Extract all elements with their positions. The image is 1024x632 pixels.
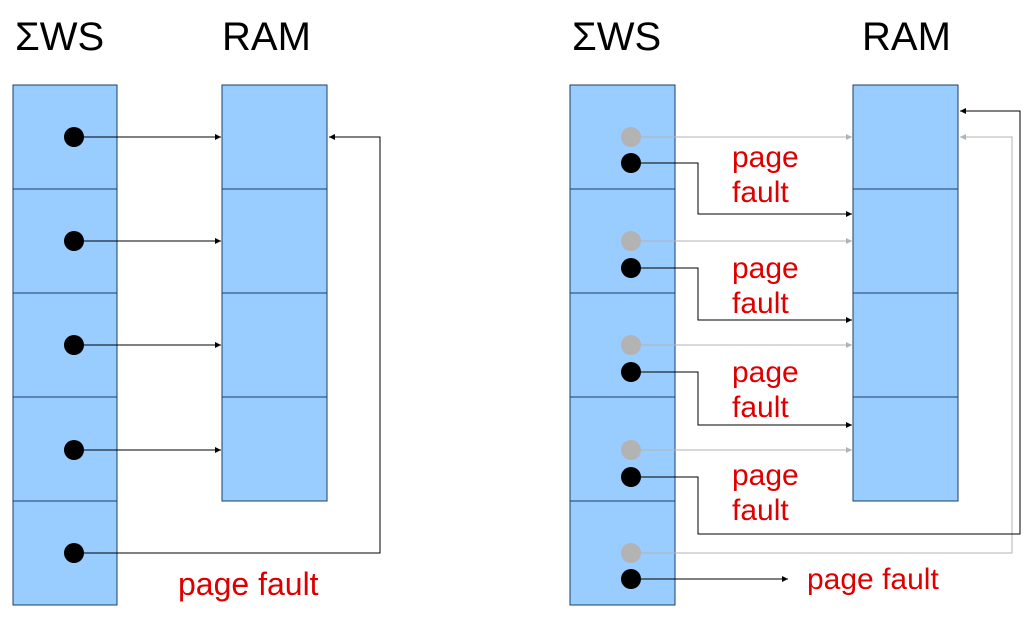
right-ram-cell — [852, 396, 959, 502]
right-new-mapping-arrow — [631, 267, 852, 323]
left-ram-cell — [221, 396, 328, 502]
left-page-dot — [64, 127, 84, 147]
right-ram-title: RAM — [862, 15, 951, 59]
right-old-page-dot — [621, 335, 641, 355]
right-old-page-dot — [621, 231, 641, 251]
right-new-mapping-arrow — [631, 162, 852, 217]
right-old-page-dot — [621, 440, 641, 460]
right-fault-label-line2: fault — [732, 494, 789, 527]
right-diagram: ΣWS RAM — [569, 15, 1021, 606]
right-new-page-dot — [621, 467, 641, 487]
left-ram-cell — [221, 188, 328, 294]
right-old-fault-arrow — [631, 134, 1013, 554]
right-ram-cell — [852, 84, 959, 190]
left-ram-column — [221, 84, 328, 502]
right-new-page-dot — [621, 258, 641, 278]
right-new-page-dot — [621, 153, 641, 173]
right-fault-label-line1: page — [732, 356, 799, 389]
right-final-fault-label: page fault — [807, 563, 939, 596]
right-old-page-dot — [621, 543, 641, 563]
right-ws-title: ΣWS — [572, 15, 661, 59]
left-fault-label: page fault — [178, 566, 319, 602]
right-ram-cell — [852, 292, 959, 398]
left-ram-title: RAM — [222, 15, 311, 59]
left-ram-cell — [221, 292, 328, 398]
right-fault-label-line1: page — [732, 252, 799, 285]
right-wrap-fault-arrow — [631, 108, 1021, 535]
right-fault-label-line2: fault — [732, 287, 789, 320]
right-new-page-dot — [621, 362, 641, 382]
left-ram-cell — [221, 84, 328, 190]
right-ram-cell — [852, 188, 959, 294]
right-fault-label-line1: page — [732, 459, 799, 492]
right-new-mapping-arrow — [631, 371, 852, 428]
right-new-page-dot — [621, 569, 641, 589]
left-ws-title: ΣWS — [15, 15, 104, 59]
left-page-dot — [64, 231, 84, 251]
right-fault-label-line2: fault — [732, 176, 789, 209]
right-old-page-dot — [621, 127, 641, 147]
left-page-dot — [64, 440, 84, 460]
right-ram-column — [852, 84, 959, 502]
left-page-dot — [64, 543, 84, 563]
right-fault-label-line2: fault — [732, 391, 789, 424]
left-diagram: ΣWS RAM page fault — [12, 15, 381, 606]
left-page-dot — [64, 335, 84, 355]
right-fault-label-line1: page — [732, 141, 799, 174]
left-fault-arrow — [74, 134, 381, 554]
